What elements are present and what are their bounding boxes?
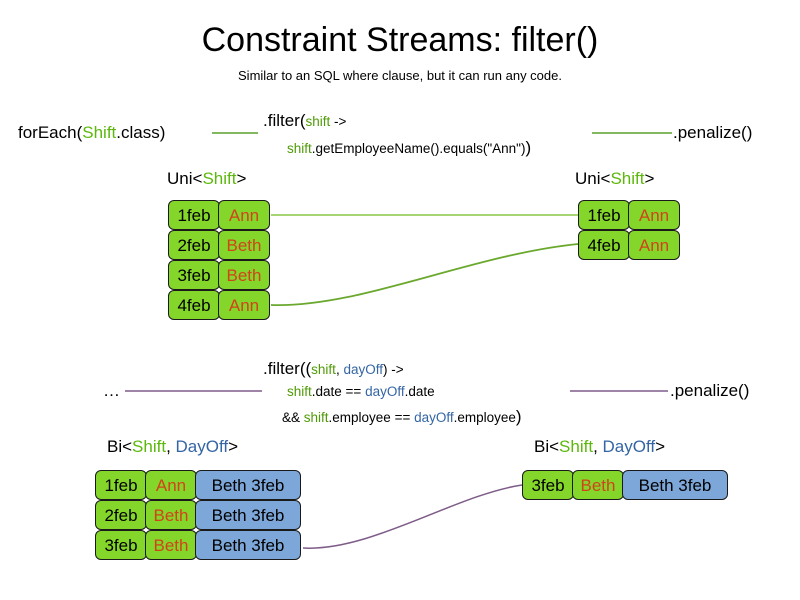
wire-uni-4feb bbox=[270, 243, 579, 306]
bi-input-name: Beth bbox=[145, 530, 197, 560]
bi-input-pair: Beth 3feb bbox=[195, 500, 301, 530]
page-subtitle: Similar to an SQL where clause, but it c… bbox=[238, 68, 562, 83]
bi-output-pair: Beth 3feb bbox=[622, 470, 728, 500]
bi-input-label-suffix: > bbox=[228, 437, 239, 456]
bi-input-pair: Beth 3feb bbox=[195, 530, 301, 560]
bi-filter-l3-dayoff: dayOff bbox=[414, 410, 454, 425]
bi-filter-line3: && shift.employee == dayOff.employee) bbox=[282, 406, 522, 428]
bi-filter-comma: , bbox=[335, 362, 344, 377]
uni-input-name: Beth bbox=[218, 230, 270, 260]
bi-input-pair: Beth 3feb bbox=[195, 470, 301, 500]
bi-filter-l3-employeeprop: .employee bbox=[453, 410, 516, 425]
bi-output-label-type2: DayOff bbox=[602, 437, 656, 456]
uni-input-name: Ann bbox=[218, 200, 270, 230]
uni-output-label-suffix: > bbox=[644, 169, 655, 188]
bi-filter-arrow: ) -> bbox=[382, 362, 404, 377]
uni-input-date: 4feb bbox=[168, 290, 220, 320]
table-row[interactable]: 4feb Ann bbox=[578, 230, 680, 260]
uni-input-date: 3feb bbox=[168, 260, 220, 290]
bi-filter-l2-date: .date == bbox=[311, 384, 366, 399]
table-row[interactable]: 3feb Beth Beth 3feb bbox=[522, 470, 728, 500]
bi-input-date: 2feb bbox=[95, 500, 147, 530]
foreach-prefix: forEach( bbox=[18, 123, 83, 142]
bi-input-date: 3feb bbox=[95, 530, 147, 560]
bi-input-label-comma: , bbox=[166, 437, 176, 456]
table-row[interactable]: 2feb Beth Beth 3feb bbox=[95, 500, 301, 530]
bi-filter-l2-dayoff: dayOff bbox=[365, 384, 405, 399]
uni-input-name: Ann bbox=[218, 290, 270, 320]
page-title: Constraint Streams: filter() bbox=[201, 21, 599, 59]
uni-output-date: 1feb bbox=[578, 200, 630, 230]
bi-filter-l2-shift: shift bbox=[287, 384, 312, 399]
uni-output-name: Ann bbox=[628, 230, 680, 260]
bi-filter-head: .filter(( bbox=[263, 359, 312, 378]
uni-input-label-type: Shift bbox=[202, 169, 237, 188]
uni-input-label: Uni<Shift> bbox=[167, 168, 246, 190]
uni-input-label-suffix: > bbox=[236, 169, 247, 188]
bi-penalize: .penalize() bbox=[670, 381, 750, 400]
foreach-type: Shift bbox=[82, 123, 117, 142]
uni-output-label-prefix: Uni< bbox=[575, 169, 611, 188]
table-row[interactable]: 2feb Beth bbox=[168, 230, 270, 260]
uni-input-date: 1feb bbox=[168, 200, 220, 230]
bi-input-date: 1feb bbox=[95, 470, 147, 500]
bi-output-date: 3feb bbox=[522, 470, 574, 500]
bi-filter-param1: shift bbox=[311, 362, 336, 377]
table-row[interactable]: 1feb Ann bbox=[168, 200, 270, 230]
bi-filter-close-paren: ) bbox=[515, 407, 522, 426]
bi-output-name: Beth bbox=[572, 470, 624, 500]
table-row[interactable]: 1feb Ann Beth 3feb bbox=[95, 470, 301, 500]
uni-filter-close-paren: ) bbox=[525, 138, 532, 157]
bi-source-ellipsis: … bbox=[103, 381, 120, 400]
bi-filter-l3-and: && bbox=[282, 410, 304, 425]
uni-filter-body-rest: .getEmployeeName().equals("Ann") bbox=[311, 141, 526, 156]
foreach-suffix: .class) bbox=[116, 123, 166, 142]
table-row[interactable]: 3feb Beth bbox=[168, 260, 270, 290]
uni-filter-head: .filter( bbox=[263, 111, 306, 130]
bi-filter-line2: shift.date == dayOff.date bbox=[287, 383, 435, 401]
bi-filter-line1: .filter((shift, dayOff) -> bbox=[263, 358, 404, 381]
uni-penalize: .penalize() bbox=[673, 123, 753, 142]
bi-input-label: Bi<Shift, DayOff> bbox=[107, 436, 238, 458]
bi-filter-param2: dayOff bbox=[343, 362, 383, 377]
uni-output-date: 4feb bbox=[578, 230, 630, 260]
uni-filter-line2: shift.getEmployeeName().equals("Ann")) bbox=[287, 137, 531, 159]
uni-filter-arrow: -> bbox=[330, 114, 347, 129]
bi-input-name: Beth bbox=[145, 500, 197, 530]
uni-filter-body-param: shift bbox=[287, 141, 312, 156]
bi-output-label-prefix: Bi< bbox=[534, 437, 560, 456]
uni-input-date: 2feb bbox=[168, 230, 220, 260]
bi-filter-l3-employee: .employee == bbox=[328, 410, 415, 425]
uni-filter-param: shift bbox=[305, 114, 331, 129]
foreach-expression: forEach(Shift.class) bbox=[18, 122, 165, 144]
table-row[interactable]: 4feb Ann bbox=[168, 290, 270, 320]
bi-input-label-prefix: Bi< bbox=[107, 437, 133, 456]
bi-input-label-type1: Shift bbox=[132, 437, 167, 456]
table-row[interactable]: 3feb Beth Beth 3feb bbox=[95, 530, 301, 560]
bi-output-label-suffix: > bbox=[655, 437, 666, 456]
uni-input-name: Beth bbox=[218, 260, 270, 290]
table-row[interactable]: 1feb Ann bbox=[578, 200, 680, 230]
uni-output-label: Uni<Shift> bbox=[575, 168, 654, 190]
uni-input-label-prefix: Uni< bbox=[167, 169, 203, 188]
wire-bi-3feb bbox=[302, 484, 523, 549]
bi-output-label-comma: , bbox=[593, 437, 603, 456]
bi-input-name: Ann bbox=[145, 470, 197, 500]
uni-output-label-type: Shift bbox=[610, 169, 645, 188]
bi-output-label-type1: Shift bbox=[559, 437, 594, 456]
uni-filter-line1: .filter(shift -> bbox=[263, 110, 346, 133]
bi-output-label: Bi<Shift, DayOff> bbox=[534, 436, 665, 458]
uni-output-name: Ann bbox=[628, 200, 680, 230]
bi-filter-l2-dateprop: .date bbox=[404, 384, 435, 399]
bi-input-label-type2: DayOff bbox=[175, 437, 229, 456]
bi-filter-l3-shift: shift bbox=[303, 410, 329, 425]
